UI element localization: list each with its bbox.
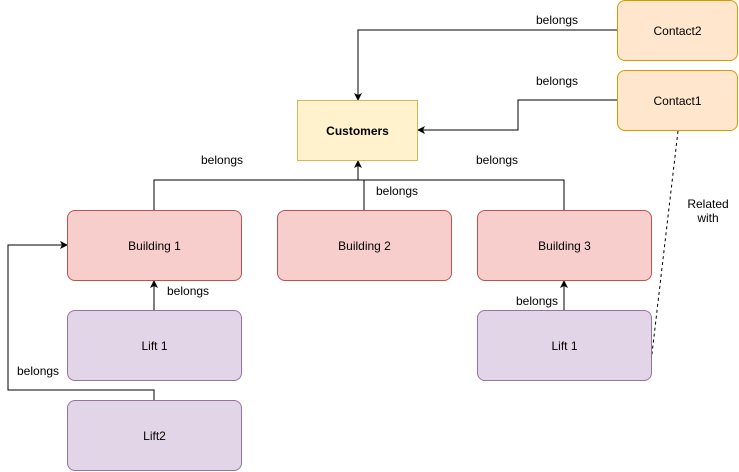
edge-contact1-customers[interactable] (417, 99, 617, 134)
edge-label-lift1-building3: belongs (516, 294, 559, 308)
edge-label-building1-customers: belongs (201, 153, 244, 167)
edge-lift2-building1[interactable] (7, 241, 155, 400)
node-lift1-right-label: Lift 1 (551, 338, 578, 353)
node-building2[interactable]: Building 2 (277, 210, 452, 281)
node-lift1-left[interactable]: Lift 1 (67, 310, 242, 381)
node-contact2-label: Contact2 (653, 23, 702, 38)
edge-label-lift1-building1: belongs (167, 284, 210, 298)
node-building2-label: Building 2 (338, 238, 391, 253)
edge-label-contact1-lift1-related: Related with (682, 197, 734, 225)
edge-building1-customers[interactable] (153, 160, 362, 210)
node-contact1[interactable]: Contact1 (617, 70, 738, 131)
edge-label-lift2-building1: belongs (17, 364, 60, 378)
edge-contact2-customers[interactable] (354, 29, 617, 101)
node-building3[interactable]: Building 3 (477, 210, 652, 281)
node-lift2-label: Lift2 (143, 428, 166, 443)
edge-label-contact1-customers: belongs (536, 74, 579, 88)
edge-label-related-text: Related with (687, 197, 729, 225)
edge-building2-customers[interactable] (358, 179, 365, 210)
node-customers-label: Customers (326, 123, 389, 138)
edge-label-building3-customers: belongs (476, 153, 519, 167)
node-lift2[interactable]: Lift2 (67, 400, 242, 471)
node-lift1-right[interactable]: Lift 1 (477, 310, 652, 381)
edge-contact1-lift1-related[interactable] (650, 130, 679, 363)
edge-label-building2-customers: belongs (376, 184, 419, 198)
node-contact2[interactable]: Contact2 (617, 0, 738, 61)
node-lift1-left-label: Lift 1 (141, 338, 168, 353)
node-building1-label: Building 1 (128, 238, 181, 253)
node-contact1-label: Contact1 (653, 93, 702, 108)
node-building3-label: Building 3 (538, 238, 591, 253)
node-building1[interactable]: Building 1 (67, 210, 242, 281)
edge-label-contact2-customers: belongs (536, 13, 579, 27)
edge-building3-customers[interactable] (358, 179, 565, 210)
node-customers[interactable]: Customers (297, 100, 418, 161)
